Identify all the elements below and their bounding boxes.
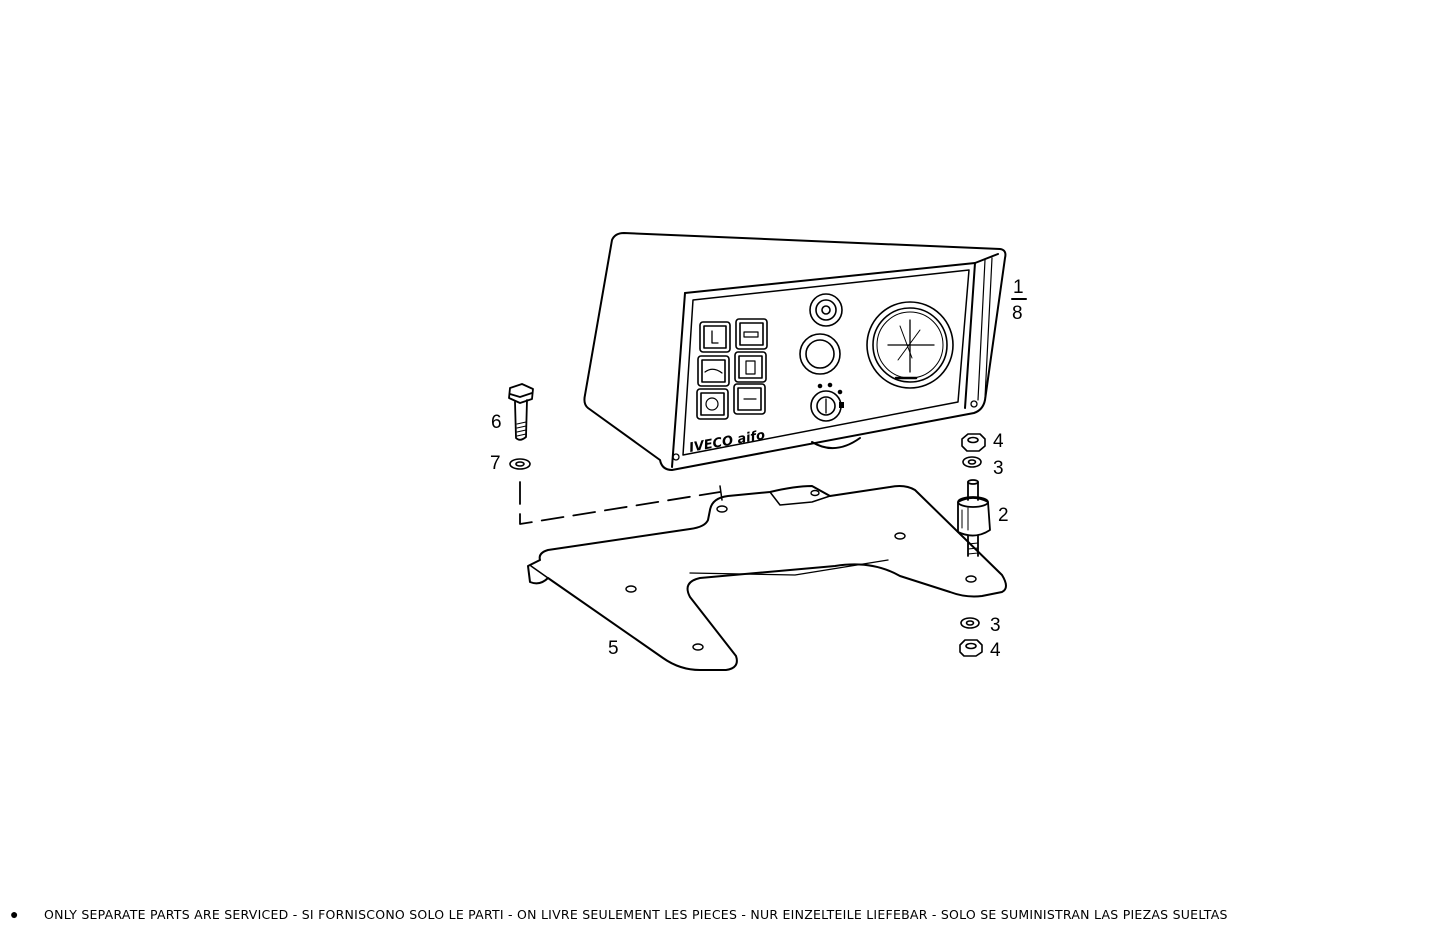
washer-3-bottom [960,617,980,629]
callout-6: 6 [491,412,502,433]
nut-4-top [961,433,986,452]
warning-lamp-cluster [696,318,768,420]
callout-4-top: 4 [993,431,1004,452]
gauge-dial [866,301,954,389]
hex-bolt [508,383,534,441]
callout-1: 1 [1013,277,1024,298]
washer-3-top [962,456,982,468]
callout-5: 5 [608,638,619,659]
panel-logo: IVECO aifo [688,428,766,456]
footer-bullet-icon: ● [10,906,19,922]
callout-8: 8 [1012,303,1023,324]
ignition-key-switch [809,293,843,327]
callout-2: 2 [998,505,1009,526]
callout-3-top: 3 [993,458,1004,479]
mounting-bracket [527,485,1007,671]
nut-4-bottom [959,639,983,657]
callout-3-bottom: 3 [990,615,1001,636]
washer-7 [509,458,531,470]
assembly-leader-line [519,481,721,525]
antivibration-mount [957,479,991,557]
instrument-panel-housing [583,232,1007,471]
stop-push-button [799,333,841,375]
footer-note: ● ONLY SEPARATE PARTS ARE SERVICED - SI … [10,903,1430,925]
callout-7: 7 [490,453,501,474]
rotary-selector-switch [810,382,844,422]
callout-4-bottom: 4 [990,640,1001,661]
footer-note-text: ONLY SEPARATE PARTS ARE SERVICED - SI FO… [44,906,1228,922]
